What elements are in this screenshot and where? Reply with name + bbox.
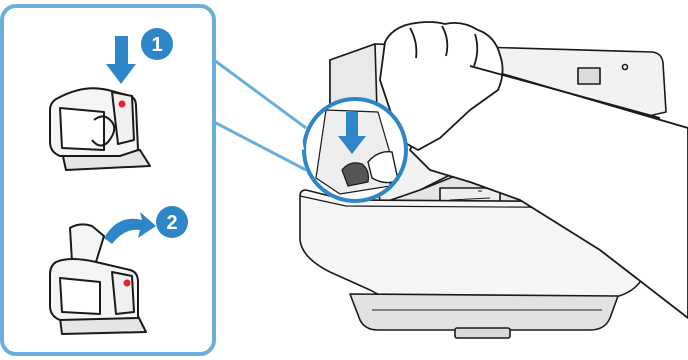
clip-open-tab — [112, 272, 134, 314]
clip-closed-illustration — [50, 88, 150, 170]
printer-foot — [455, 328, 510, 338]
step-number-2: 2 — [166, 212, 177, 234]
inset-panel: 1 2 — [2, 6, 306, 354]
callout-circle-detail — [304, 99, 406, 201]
lid-screw — [623, 65, 628, 70]
lid-slot — [578, 68, 600, 84]
latch-marker-2 — [124, 280, 131, 287]
inset-connector — [214, 60, 304, 150]
printer-base — [350, 294, 618, 330]
clip-open-face — [60, 278, 100, 314]
step-number-1: 1 — [151, 34, 162, 56]
latch-marker-1 — [119, 101, 126, 108]
